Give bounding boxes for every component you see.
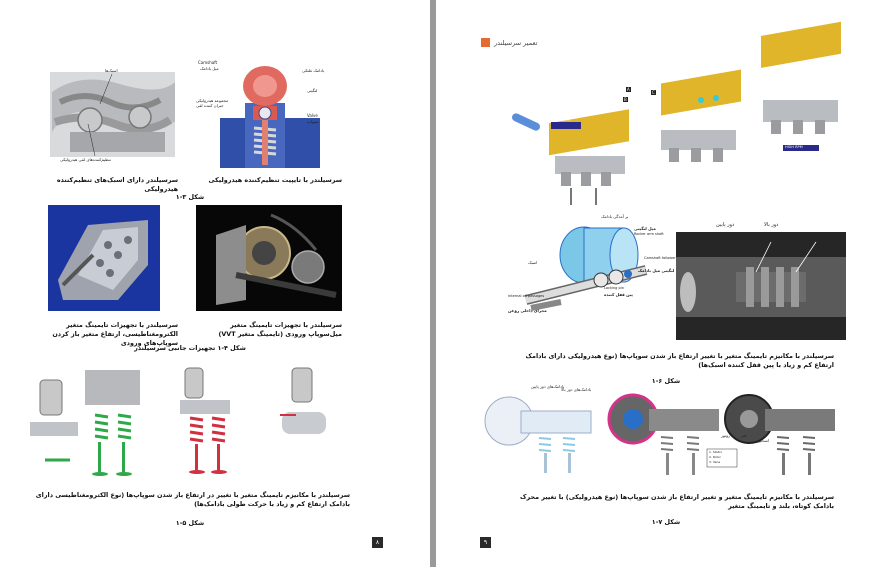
- caption-vvt: سرسیلندر با تجهیزات تایمینگ متغیر میل‌سو…: [218, 321, 342, 338]
- label-spring: فنر: [741, 433, 747, 438]
- label-hla: تنظیم‌کننده‌های لقی هیدرولیکی: [60, 157, 111, 162]
- figure-number-1-4: شکل ۴-۱ تجهیزات جانبی سرسیلندر: [134, 344, 246, 352]
- label-high-cams: بادامک‌های دور بالا: [561, 387, 592, 392]
- label-legend-vane: 3. Vane: [709, 460, 721, 464]
- figure-number-1-6: شکل ۶-۱: [651, 377, 681, 385]
- header-marker: [481, 38, 490, 47]
- label-locking-pin-fa: پین قفل کننده: [604, 292, 633, 297]
- label-low-cams: بادامک‌های دور پایین: [531, 384, 565, 389]
- label-stator: استاتور: [757, 438, 769, 443]
- label-locking-pin-en: Locking pin: [604, 286, 624, 290]
- label-low-rpm: LOW RPM: [553, 118, 570, 122]
- label-high-rpm: HIGH RPM: [785, 145, 803, 149]
- label-oil-passage-fa: مجرای داخلی روغن: [508, 308, 547, 313]
- label-cam-follower-fa: لنگیتی میل بادامک: [638, 268, 675, 273]
- label-cam-lobe: بادامک غلتکی: [302, 68, 325, 73]
- caption-valve-mechanism: سرسیلندر با مکانیزم تایمینگ متغیر با تغی…: [35, 491, 350, 508]
- label-oil-passage-en: Internal oil passages: [508, 294, 545, 298]
- label-rocker-shaft-fa: میل لنگیتی: [634, 226, 656, 231]
- caption-hydraulic-lock: سرسیلندر با مکانیزم تایمینگ متغیر با تغی…: [525, 352, 834, 369]
- label-hydraulic-assembly: مجموعه هیدرولیکی: [196, 98, 229, 103]
- left-page: اسبک‌ها تنظیم‌کننده‌های لقی هیدرولیکی Ca…: [0, 0, 430, 567]
- label-legend-stator: 1. Stator: [709, 450, 722, 454]
- figure-number-1-3: شکل ۳-۱: [175, 193, 205, 201]
- label-cam-lobe: بر آمدگی بادامک: [601, 214, 629, 219]
- vvt-head-image: [196, 205, 342, 311]
- label-cam-follower-en: Camshaft follower: [644, 256, 676, 260]
- caption-phaser: سرسیلندر با مکانیزم تایمینگ متغیر و تغیی…: [520, 493, 834, 510]
- label-rotor: روتور: [721, 433, 730, 438]
- label-high-speed: دور بالا: [764, 222, 779, 228]
- label-camshaft: Camshaft: [198, 60, 218, 65]
- rpm-rockers-image: LOW RPM HIGH RPM A B C: [511, 21, 851, 210]
- book-gutter: [430, 0, 436, 567]
- label-camshaft-fa: میل بادامک: [200, 66, 219, 71]
- figure-number-1-5: شکل ۵-۱: [175, 519, 205, 527]
- label-rockers: اسبک‌ها: [105, 68, 118, 73]
- running-header: تعمیر سرسیلندر: [494, 39, 538, 47]
- figure-number-1-7: شکل ۷-۱: [651, 518, 681, 526]
- label-valve-fa: سوپاپ: [307, 119, 319, 124]
- rocker-diagram-image: اسبک میل لنگیتی Rocker arm shaft بر آمدگ…: [506, 210, 676, 332]
- page-number: ۹: [480, 537, 491, 548]
- label-c: C: [651, 90, 656, 95]
- rocker-photo-image: [676, 232, 846, 340]
- electromagnetic-head-image: [48, 205, 160, 311]
- label-rocker-shaft-en: Rocker arm shaft: [634, 232, 664, 236]
- label-a: A: [626, 87, 631, 92]
- caption-electromagnetic: سرسیلندر با تجهیزات تایمینگ متغیر الکترو…: [52, 321, 178, 347]
- valve-rockers-image: اسبک‌ها تنظیم‌کننده‌های لقی هیدرولیکی: [40, 62, 180, 167]
- valve-mechanism-image: [20, 360, 350, 482]
- caption-rockers: سرسیلندر دارای اسبک‌های تنظیم‌کننده هیدر…: [56, 176, 178, 193]
- page-number: ۸: [372, 537, 383, 548]
- caption-tappet: سرسیلندر با تایپیت تنظیم‌کننده هیدرولیکی: [208, 176, 342, 184]
- label-rocker: اسبک: [528, 260, 538, 265]
- label-lash-compensator: جبران کننده لقی: [196, 103, 224, 108]
- label-follower: لنگیتی: [307, 88, 318, 93]
- label-b: B: [623, 97, 628, 102]
- label-low-speed: دور پایین: [716, 222, 735, 228]
- right-page: تعمیر سرسیلندر: [436, 0, 872, 567]
- tappet-diagram-image: Camshaft میل بادامک بادامک غلتکی لنگیتی …: [190, 58, 340, 170]
- label-legend-rotor: 2. Rotor: [709, 455, 721, 459]
- cam-phaser-image: بادامک‌های دور بالا بادامک‌های دور پایین…: [481, 383, 851, 483]
- label-valve: Valve: [307, 113, 318, 118]
